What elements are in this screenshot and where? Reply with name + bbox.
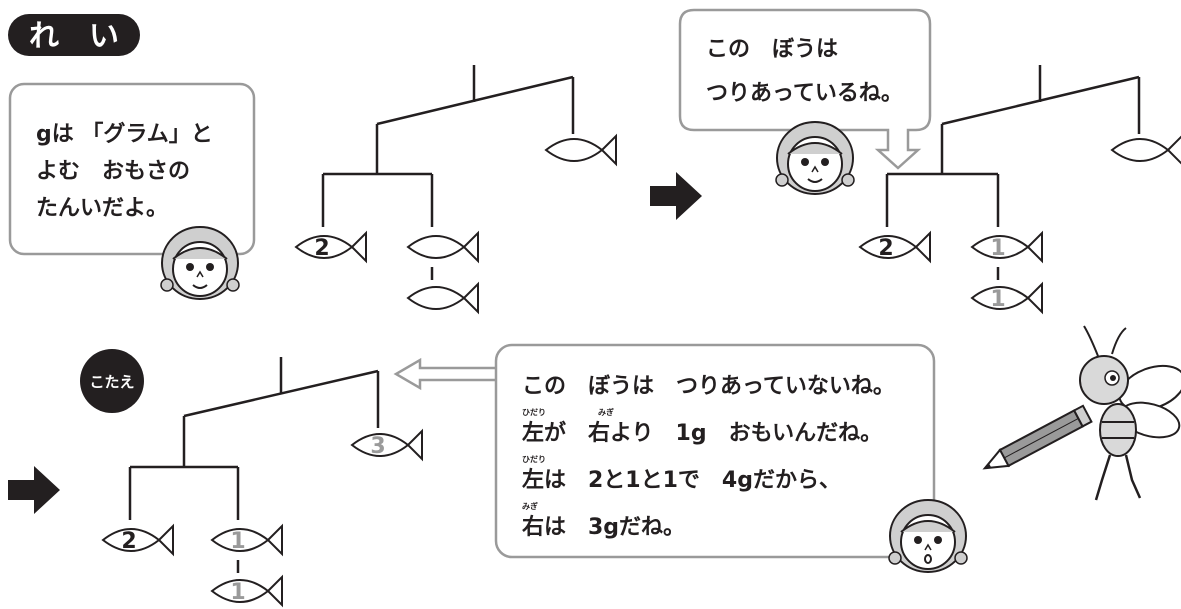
- fish-weight-label: 2: [121, 529, 136, 554]
- example-badge: れ い: [8, 14, 140, 56]
- fish-weight-label: 2: [314, 236, 329, 261]
- answer-badge-label: こたえ: [89, 373, 134, 391]
- fish-weight-label: 2: [878, 236, 893, 261]
- bee-with-pencil-icon: [982, 325, 1181, 501]
- bubble-explain-line-1: この ぼうは つりあっていないね。: [522, 374, 895, 399]
- speech-bubble-explain: この ぼうは つりあっていないね。 ひだり みぎ 左が 右より 1g おもいんだ…: [494, 343, 936, 559]
- ruby-hidari-2: ひだり: [522, 455, 546, 464]
- example-badge-label: れ い: [29, 19, 119, 54]
- girl-face-icon: [775, 121, 855, 195]
- bubble-explain-line-4: 右は 3gだね。: [522, 515, 685, 540]
- fish-icon: 2: [294, 230, 367, 264]
- bubble-explain-line-3: 左は 2と1と1で 4gだから、: [522, 467, 841, 493]
- bubble-gram-line-1: gは 「グラム」と: [36, 121, 213, 147]
- fish-icon: [1110, 135, 1181, 165]
- fish-weight-label: 1: [990, 236, 1005, 261]
- bubble-gram-line-2: よむ おもさの: [36, 159, 190, 184]
- fish-icon: 2: [858, 230, 931, 264]
- fish-icon: [406, 230, 479, 264]
- fish-icon: [406, 281, 479, 315]
- fish-weight-label: 3: [370, 434, 385, 459]
- speech-bubble-gram: gは 「グラム」と よむ おもさの たんいだよ。: [8, 82, 256, 256]
- fish-weight-label: 1: [230, 529, 245, 554]
- fish-icon: 1: [970, 230, 1043, 264]
- bubble-balanced-line-1: この ぼうは: [706, 37, 838, 62]
- fish-icon: 1: [210, 574, 283, 608]
- mobile-example: [321, 65, 575, 280]
- fish-weight-label: 1: [990, 287, 1005, 312]
- fish-icon: 1: [970, 281, 1043, 315]
- mobile-balanced: [885, 65, 1141, 280]
- fish-icon: 2: [101, 523, 174, 557]
- answer-badge: こたえ: [80, 349, 144, 413]
- fish-icon: 3: [350, 428, 423, 462]
- fish-weight-label: 1: [230, 580, 245, 605]
- bubble-gram-line-3: たんいだよ。: [36, 196, 168, 221]
- left-arrow-outline-icon: [393, 357, 496, 391]
- fish-icon: [544, 133, 617, 167]
- bubble-explain-line-2: 左が 右より 1g おもいんだね。: [522, 420, 882, 446]
- right-arrow-icon: [650, 172, 702, 220]
- mobile-answer: [128, 357, 380, 573]
- speech-bubble-balanced: この ぼうは つりあっているね。: [678, 8, 932, 170]
- right-arrow-icon: [8, 466, 60, 514]
- ruby-migi-2: みぎ: [522, 501, 538, 511]
- ruby-migi-1: みぎ: [598, 407, 614, 417]
- girl-face-icon: [888, 499, 968, 573]
- ruby-hidari-1: ひだり: [522, 408, 546, 417]
- girl-face-icon: [160, 226, 240, 300]
- bubble-balanced-line-2: つりあっているね。: [706, 81, 903, 106]
- fish-icon: 1: [210, 523, 283, 557]
